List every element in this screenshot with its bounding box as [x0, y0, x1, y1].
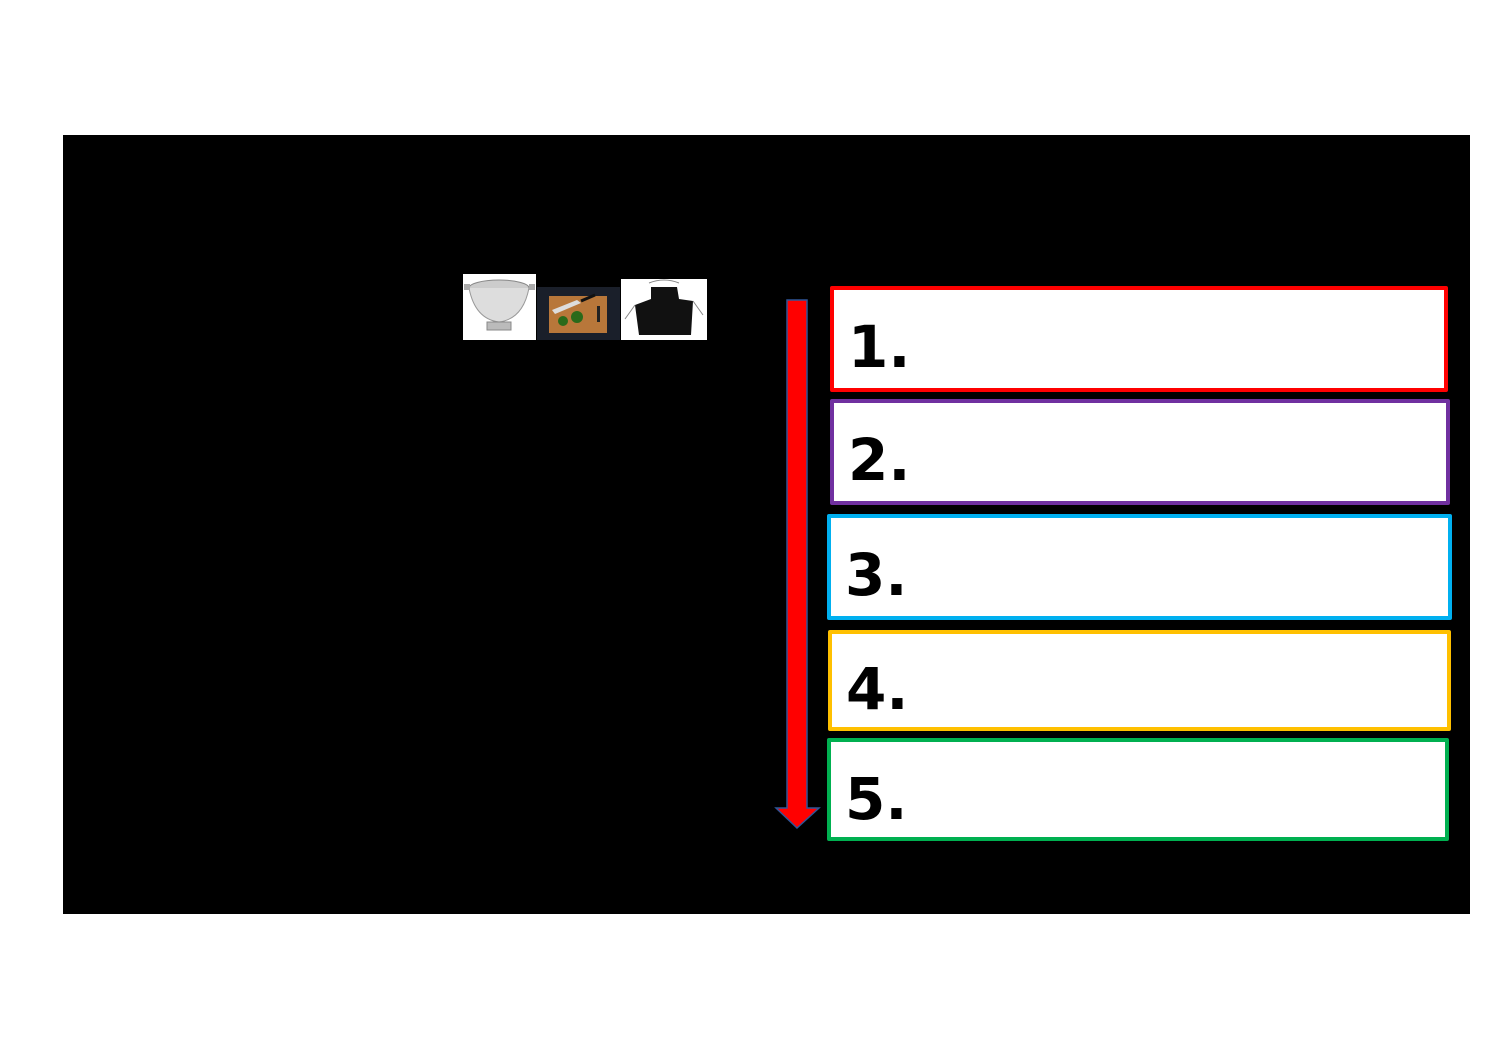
step-box-1: 1. [830, 286, 1448, 392]
step-number: 5. [845, 765, 908, 833]
colander-icon [463, 274, 536, 340]
step-box-3: 3. [827, 514, 1452, 620]
step-number: 1. [848, 313, 911, 381]
cutting-board-knife-icon [537, 287, 620, 340]
step-number: 2. [848, 426, 911, 494]
step-box-2: 2. [830, 399, 1450, 505]
step-box-5: 5. [827, 738, 1449, 841]
step-box-4: 4. [828, 630, 1451, 731]
sequence-down-arrow [774, 299, 821, 830]
apron-icon [621, 279, 707, 340]
step-number: 3. [845, 541, 908, 609]
step-number: 4. [846, 655, 909, 723]
